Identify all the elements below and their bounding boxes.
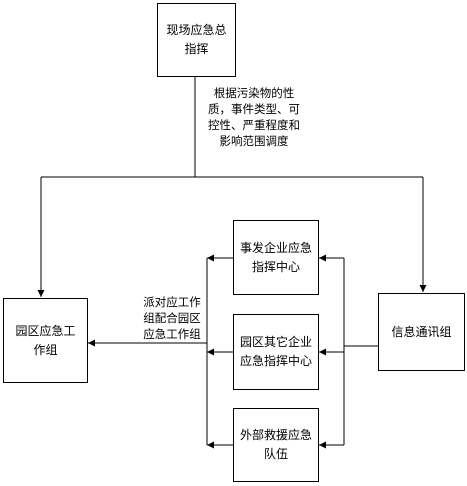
node-other-center: 园区其它企业应急指挥中心: [233, 314, 319, 390]
node-command-label: 现场应急总指挥: [166, 23, 227, 56]
label-dispatch-basis: 根据污染物的性质，事件类型、可控性、严重程度和影响范围调度: [208, 86, 300, 148]
node-incident-center-label: 事发企业应急指挥中心: [240, 240, 313, 274]
node-park-group: 园区应急工作组: [3, 298, 88, 383]
node-command: 现场应急总指挥: [157, 3, 236, 77]
label-dispatch-group: 派对应工作组配合园区应急工作组: [143, 295, 201, 341]
node-rescue-team: 外部救援应急队伍: [233, 408, 319, 482]
node-other-center-label: 园区其它企业应急指挥中心: [240, 335, 313, 368]
node-rescue-team-label: 外部救援应急队伍: [240, 428, 313, 461]
node-info-group: 信息通讯组: [378, 293, 465, 371]
node-park-group-label: 园区应急工作组: [15, 323, 76, 357]
node-incident-center: 事发企业应急指挥中心: [233, 220, 319, 295]
node-info-group-label: 信息通讯组: [391, 324, 452, 339]
